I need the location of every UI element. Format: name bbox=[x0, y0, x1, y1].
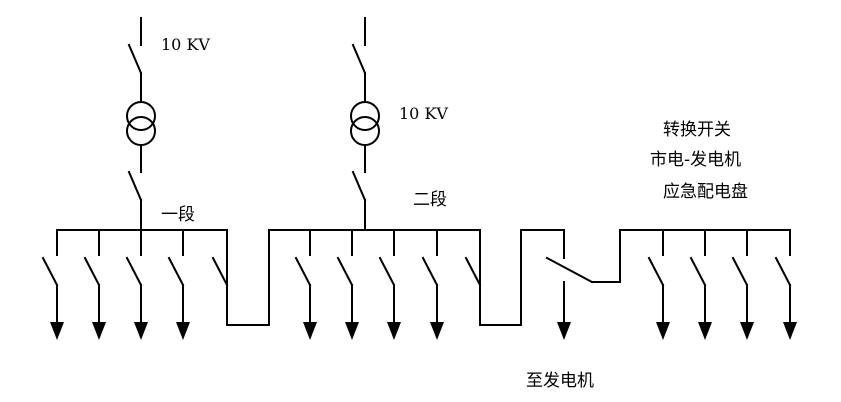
feeder-switch bbox=[167, 256, 185, 287]
breaker-2 bbox=[351, 170, 367, 202]
load-arrow bbox=[656, 322, 670, 340]
feeder-switch bbox=[41, 256, 59, 287]
load-arrow bbox=[50, 322, 64, 340]
incoming-feeder-2 bbox=[350, 17, 380, 231]
transfer-panel-label-line2: 市电-发电机 bbox=[650, 150, 741, 170]
to-generator-label: 至发电机 bbox=[526, 371, 594, 391]
incoming-switch-1 bbox=[127, 43, 143, 75]
feeder-branch bbox=[211, 229, 229, 326]
feeder-switch bbox=[689, 256, 707, 287]
transfer-panel-label-line1: 转换开关 bbox=[663, 120, 731, 140]
transformer-1-symbol bbox=[126, 101, 156, 146]
feeder-switch bbox=[378, 256, 396, 287]
feeder-switch bbox=[83, 256, 101, 287]
load-arrow bbox=[176, 322, 190, 340]
feeder-branch bbox=[294, 229, 317, 340]
feeder-branch bbox=[41, 229, 64, 340]
transformer-2-symbol bbox=[350, 101, 380, 146]
feeder-branch bbox=[83, 229, 106, 340]
feeder-switch bbox=[336, 256, 354, 287]
load-arrow bbox=[345, 322, 359, 340]
feeder-branch bbox=[421, 229, 444, 340]
feeder-branch bbox=[378, 229, 401, 340]
transfer-switch bbox=[545, 229, 594, 340]
bus-section-1 bbox=[56, 229, 270, 326]
transfer-panel-label-line3: 应急配电盘 bbox=[663, 182, 748, 202]
feeder-switch bbox=[294, 256, 312, 287]
breaker-1 bbox=[127, 170, 143, 202]
feeder-switch bbox=[211, 256, 229, 287]
bus-section-2 bbox=[268, 229, 565, 326]
transformer-2-voltage-label: 10 KV bbox=[399, 104, 448, 123]
section-1-label: 一段 bbox=[161, 205, 195, 225]
feeder-branch bbox=[731, 229, 754, 340]
section-2-label: 二段 bbox=[413, 190, 447, 210]
feeder-switch bbox=[125, 256, 143, 287]
feeder-switch bbox=[774, 256, 792, 287]
feeder-branch bbox=[167, 229, 190, 340]
transformer-1-voltage-label: 10 KV bbox=[161, 35, 210, 54]
load-arrow bbox=[303, 322, 317, 340]
load-arrow bbox=[698, 322, 712, 340]
feeder-branch bbox=[336, 229, 359, 340]
feeder-switch bbox=[421, 256, 439, 287]
bus-emergency-panel bbox=[591, 229, 791, 283]
load-arrow bbox=[92, 322, 106, 340]
feeder-branch bbox=[689, 229, 712, 340]
feeder-branch bbox=[774, 229, 797, 340]
feeder-switch bbox=[731, 256, 749, 287]
feeder-switch bbox=[464, 256, 482, 287]
load-arrow bbox=[387, 322, 401, 340]
feeder-branch bbox=[125, 229, 148, 340]
feeder-switch bbox=[647, 256, 665, 287]
feeder-branch bbox=[464, 229, 482, 326]
load-arrow bbox=[134, 322, 148, 340]
load-arrow bbox=[740, 322, 754, 340]
incoming-feeder-1 bbox=[126, 17, 156, 231]
generator-arrow bbox=[557, 322, 571, 340]
load-arrow bbox=[430, 322, 444, 340]
incoming-switch-2 bbox=[351, 43, 367, 75]
outgoing-feeders bbox=[41, 229, 797, 340]
load-arrow bbox=[783, 322, 797, 340]
feeder-branch bbox=[647, 229, 670, 340]
